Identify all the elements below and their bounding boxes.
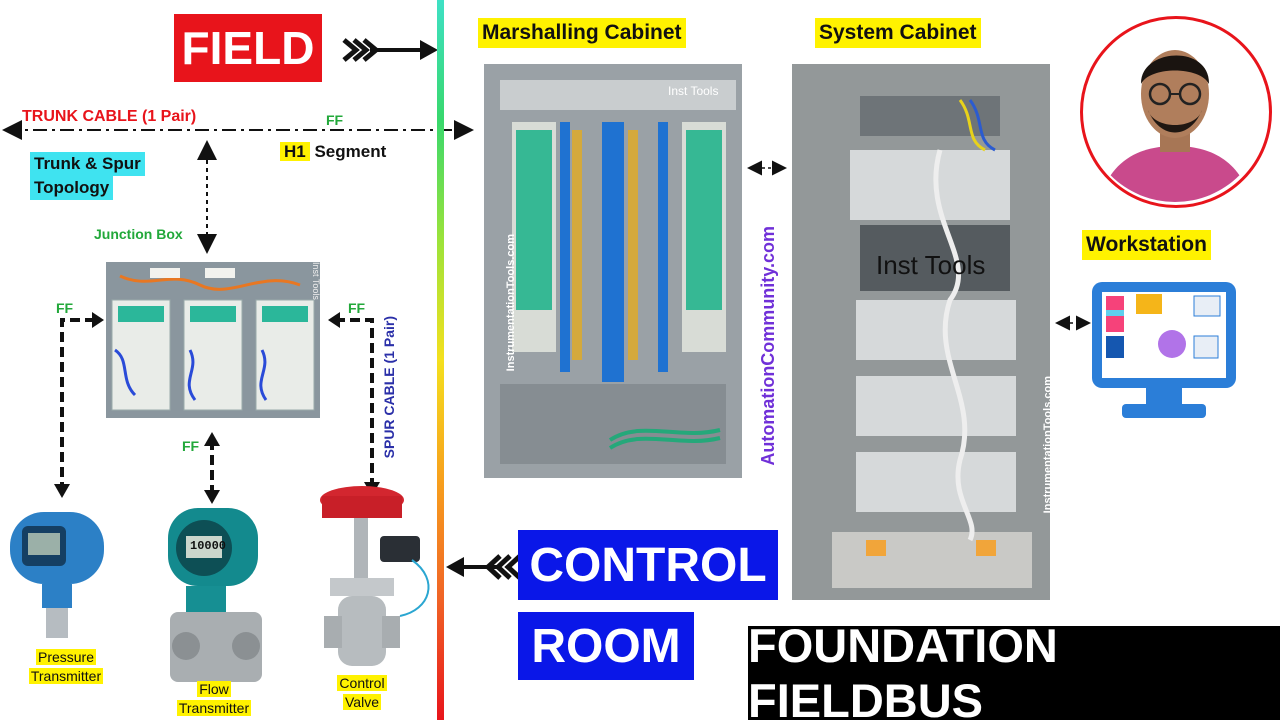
flow-transmitter-label: Flow Transmitter [166,680,262,718]
control-valve-label: Control Valve [318,674,406,712]
ff-right-label: FF [348,300,366,316]
room-label: ROOM [518,612,694,680]
spur-cable-label: SPUR CABLE (1 Pair) [381,316,397,459]
avatar [1080,16,1272,208]
foundation-fieldbus-banner: FOUNDATION FIELDBUS [748,619,1280,727]
pressure-line2: Transmitter [28,668,104,684]
flow-display-readout: 10000 [190,539,227,553]
system-url: InstrumentationTools.com [1042,376,1054,514]
marshalling-watermark: Inst Tools [668,84,719,98]
junction-box-graphic [106,262,320,418]
system-watermark: Inst Tools [876,250,986,280]
system-cabinet-graphic [792,64,1050,600]
marshalling-cabinet-graphic [484,64,742,478]
flow-line1: Flow [197,681,231,697]
workstation-label: Workstation [1082,230,1211,260]
trunk-cable-label: TRUNK CABLE (1 Pair) [22,108,197,125]
h1-badge: H1 [280,142,310,161]
spur-right-line [328,312,380,496]
valve-line2: Valve [343,694,381,710]
control-label: CONTROL [518,530,778,600]
control-valve-graphic [320,486,430,666]
automation-community-url: AutomationCommunity.com [758,226,778,466]
pressure-transmitter-label: Pressure Transmitter [18,648,114,686]
h1-segment-label: H1 Segment [280,142,386,162]
valve-line1: Control [337,675,387,691]
ff-left-label: FF [56,300,74,316]
junction-box-watermark: Inst Tools [311,262,321,300]
pressure-line1: Pressure [35,649,97,665]
marshalling-cabinet-title: Marshalling Cabinet [478,18,686,48]
spur-left-line [54,312,104,498]
ff-bottom-label: FF [182,438,200,454]
trunk-ff-label: FF [326,112,344,128]
flow-transmitter-graphic [168,508,262,682]
system-cabinet-title: System Cabinet [815,18,981,48]
field-arrow-icon [342,38,438,62]
topology-line2: Topology [30,176,114,200]
topology-line1: Trunk & Spur [30,152,145,176]
spur-bottom-line [204,432,220,504]
segment-text: Segment [314,142,387,161]
topology-label: Trunk & Spur Topology [30,152,145,200]
marshalling-url: InstrumentationTools.com [505,234,517,372]
pressure-transmitter-graphic [10,512,104,638]
control-room-arrow-icon [446,554,522,580]
field-label: FIELD [174,14,322,82]
flow-line2: Transmitter [176,700,252,716]
junction-box-label: Junction Box [94,226,183,242]
field-control-divider [437,0,444,720]
monitor-icon [1092,282,1236,418]
